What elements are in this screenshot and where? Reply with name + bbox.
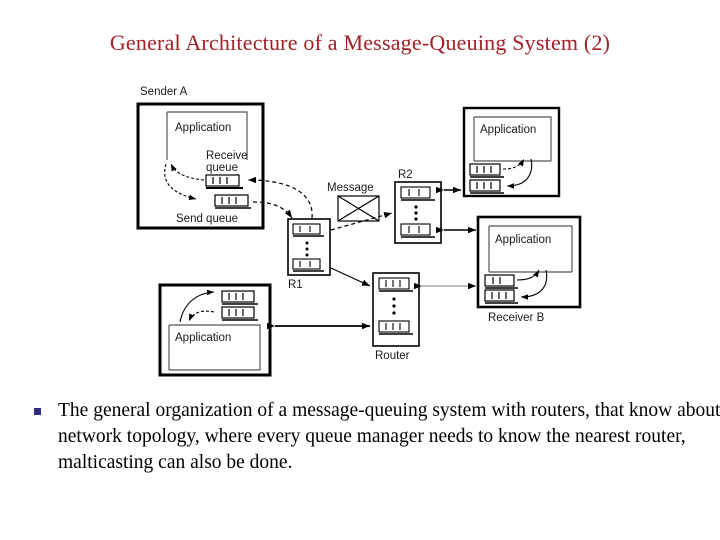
- receive-queue-label-line1: Receive: [206, 150, 248, 162]
- node-app-bottom-left: Application: [158, 283, 272, 377]
- r2-label: R2: [398, 169, 413, 181]
- receive-queue-icon: [205, 174, 243, 189]
- r2-queue-bottom: [400, 223, 435, 238]
- edge-sender-send-queue-to-r1: [252, 201, 293, 219]
- message-queuing-architecture-diagram: Sender A Application Receive queue: [0, 78, 720, 378]
- r1-queue-bottom: [292, 258, 324, 272]
- r1-label: R1: [288, 279, 303, 291]
- node-receiver-b: Application Receiver B: [476, 215, 582, 324]
- queue-icon-bottom: [484, 289, 518, 304]
- send-queue-label: Send queue: [176, 213, 238, 225]
- r1-queue-top: [292, 223, 324, 237]
- queue-icon-top: [484, 274, 518, 289]
- node-router: Router: [372, 272, 420, 362]
- receiver-b-label: Receiver B: [488, 312, 545, 324]
- receive-queue-label-line2: queue: [206, 162, 238, 174]
- queue-icon-top: [221, 290, 258, 305]
- bullet-text: The general organization of a message-qu…: [58, 400, 720, 473]
- node-r1: R1: [287, 218, 331, 291]
- receiver-b-application-label: Application: [495, 234, 551, 246]
- node-r2: R2: [394, 169, 442, 244]
- edge-r1-to-router: [330, 267, 371, 287]
- node-app-top-right: Application: [462, 106, 561, 198]
- app-top-right-label: Application: [480, 124, 536, 136]
- send-queue-icon: [214, 194, 251, 209]
- message-envelope-icon: Message: [327, 182, 380, 222]
- page-title: General Architecture of a Message-Queuin…: [109, 30, 611, 55]
- router-queue-bottom: [378, 320, 413, 335]
- list-item: The general organization of a message-qu…: [34, 398, 720, 476]
- sender-a-label: Sender A: [140, 86, 188, 98]
- r2-queue-top: [400, 186, 435, 201]
- bullet-list: The general organization of a message-qu…: [34, 398, 720, 476]
- queue-icon-bottom: [469, 179, 504, 194]
- app-bottom-left-label: Application: [175, 332, 231, 344]
- message-label: Message: [327, 182, 374, 194]
- router-queue-top: [378, 277, 413, 292]
- square-bullet-icon: [34, 408, 41, 415]
- edge-r1-to-r2: [330, 212, 393, 231]
- router-label: Router: [375, 350, 410, 362]
- edge-r1-to-sender-receive-queue: [247, 176, 313, 219]
- queue-icon-bottom: [221, 306, 258, 321]
- sender-a-application-label: Application: [175, 122, 231, 134]
- node-sender-a: Sender A Application Receive queue: [136, 86, 265, 230]
- queue-icon-top: [469, 163, 504, 178]
